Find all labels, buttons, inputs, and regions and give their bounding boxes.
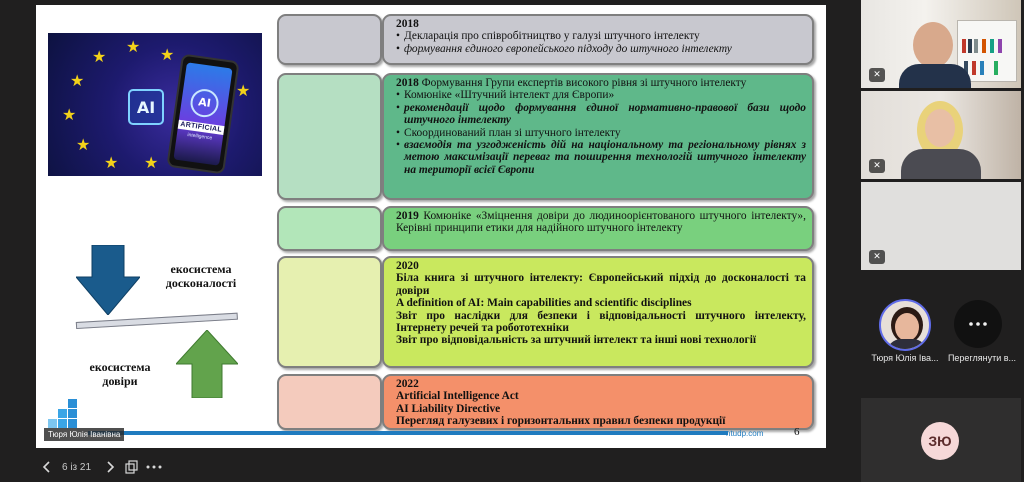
timeline-heading: Формування Групи експертів високого рівн…	[421, 77, 747, 89]
timeline-item: Звіт про відповідальність за штучний інт…	[396, 334, 757, 347]
phone-sublabel: intelligence	[187, 131, 213, 141]
mic-muted-icon: ✕	[869, 250, 885, 264]
more-options-button[interactable]	[143, 456, 165, 478]
arrow-down-icon	[76, 245, 140, 315]
timeline-row-2019: 2019 Комюніке «Зміцнення довіри до людин…	[277, 206, 814, 251]
timeline-item: формування єдиного європейського підходу…	[404, 42, 732, 55]
timeline-marker	[277, 206, 382, 251]
avatar-name-label: Тюря Юлія Іва...	[871, 353, 939, 363]
star-icon: ★	[62, 105, 77, 124]
timeline-row-2022: 2022 Artificial Intelligence Act AI Liab…	[277, 374, 814, 430]
ai-chip-icon: AI	[128, 89, 164, 125]
copy-button[interactable]	[121, 456, 143, 478]
participant-avatars: Тюря Юлія Іва... Переглянути в...	[861, 292, 1021, 370]
balance-beam	[75, 312, 238, 329]
participant-head	[925, 109, 955, 147]
star-icon: ★	[104, 153, 119, 172]
presentation-slide: ★ ★ ★ ★ ★ ★ ★ ★ ★ AI AI ARTIFICIAL intel…	[36, 5, 826, 448]
participant-body	[899, 64, 971, 88]
timeline-item: Перегляд галузевих і горизонтальних прав…	[396, 415, 726, 428]
page-counter: 6 із 21	[62, 461, 92, 473]
timeline-item: Декларація про співробітництво у галузі …	[404, 30, 700, 43]
timeline-year: 2018	[396, 77, 419, 89]
eco-excellence-label: екосистема досконалості	[165, 262, 237, 290]
star-icon: ★	[92, 47, 107, 66]
timeline-item: Комюніке «Зміцнення довіри до людинооріє…	[396, 210, 806, 235]
footer-url: ntudp.com	[726, 429, 764, 438]
mic-muted-icon: ✕	[869, 68, 885, 82]
participant-body	[901, 149, 981, 179]
presenter-name-tag: Тюря Юлія Іванівна	[44, 428, 125, 441]
phone-icon: AI ARTIFICIAL intelligence	[166, 53, 240, 175]
star-icon: ★	[76, 135, 91, 154]
timeline-content: 2018 • Декларація про співробітництво у г…	[382, 14, 814, 65]
bullet-icon: •	[396, 42, 400, 55]
eco-trust-label: екосистема довіри	[89, 360, 151, 388]
timeline-row-2018-experts: 2018 Формування Групи експертів високого…	[277, 73, 814, 200]
star-icon: ★	[70, 71, 85, 90]
timeline-marker	[277, 374, 382, 430]
timeline-year: 2022	[396, 378, 419, 390]
bullet-icon: •	[396, 139, 400, 152]
slide-page-number: 6	[794, 426, 800, 438]
prev-slide-button[interactable]	[36, 456, 58, 478]
bullet-icon: •	[396, 89, 400, 102]
timeline-year: 2020	[396, 260, 419, 272]
chevron-right-icon	[107, 461, 115, 473]
phone-ai-badge: AI	[188, 86, 221, 119]
next-slide-button[interactable]	[99, 456, 121, 478]
phone-label: ARTIFICIAL	[177, 119, 225, 135]
timeline-item: Комюніке «Штучний інтелект для Європи»	[404, 89, 615, 102]
timeline-item: Скоординований план зі штучного інтелект…	[404, 126, 621, 139]
timeline-marker	[277, 256, 382, 368]
timeline-item: взаємодія та узгодженість дій на націона…	[404, 139, 806, 176]
self-video-tile[interactable]: ЗЮ	[861, 398, 1021, 482]
timeline-item: Біла книга зі штучного інтелекту: Європе…	[396, 272, 806, 297]
view-more-participants-button[interactable]	[954, 300, 1002, 348]
timeline-row-2018-declaration: 2018 • Декларація про співробітництво у г…	[277, 14, 814, 65]
slide-toolbar: 6 із 21	[36, 455, 165, 479]
timeline-content: 2022 Artificial Intelligence Act AI Liab…	[382, 374, 814, 430]
avatar[interactable]	[879, 299, 931, 351]
timeline-content: 2018 Формування Групи експертів високого…	[382, 73, 814, 200]
star-icon: ★	[144, 153, 159, 172]
bullet-icon: •	[396, 101, 400, 114]
timeline-item: AI Liability Directive	[396, 402, 501, 415]
timeline-year: 2018	[396, 18, 419, 30]
timeline-year: 2019	[396, 210, 419, 222]
participant-video-tile[interactable]: ✕	[861, 182, 1021, 270]
chevron-left-icon	[42, 461, 50, 473]
participant-video-tile[interactable]: ✕	[861, 0, 1021, 88]
view-more-label: Переглянути в...	[947, 353, 1017, 363]
university-logo-icon	[48, 399, 78, 429]
bullet-icon: •	[396, 30, 400, 43]
timeline-item: рекомендації щодо формування єдиної норм…	[404, 101, 806, 127]
bullet-icon: •	[396, 126, 400, 139]
timeline-marker	[277, 14, 382, 65]
timeline-item: A definition of AI: Main capabilities an…	[396, 297, 692, 310]
copy-icon	[125, 460, 138, 474]
ai-illustration: ★ ★ ★ ★ ★ ★ ★ ★ ★ AI AI ARTIFICIAL intel…	[48, 33, 262, 176]
timeline-marker	[277, 73, 382, 200]
phone-screen: AI ARTIFICIAL intelligence	[173, 62, 233, 166]
avatar-body	[887, 339, 927, 349]
star-icon: ★	[236, 81, 251, 100]
timeline-content: 2019 Комюніке «Зміцнення довіри до людин…	[382, 206, 814, 251]
more-horizontal-icon	[146, 465, 162, 469]
self-avatar-initials: ЗЮ	[921, 422, 959, 460]
participant-head	[913, 22, 953, 68]
star-icon: ★	[126, 37, 141, 56]
more-horizontal-icon	[969, 322, 987, 326]
timeline-item: Звіт про наслідки для безпеки і відповід…	[396, 309, 806, 335]
participant-video-tile[interactable]: ✕	[861, 91, 1021, 179]
timeline-item: Artificial Intelligence Act	[396, 390, 519, 403]
arrow-up-icon	[176, 330, 238, 398]
star-icon: ★	[160, 45, 175, 64]
mic-muted-icon: ✕	[869, 159, 885, 173]
footer-line	[88, 431, 728, 435]
timeline-content: 2020 Біла книга зі штучного інтелекту: Є…	[382, 256, 814, 368]
avatar-face	[895, 313, 919, 341]
timeline-row-2020: 2020 Біла книга зі штучного інтелекту: Є…	[277, 256, 814, 368]
